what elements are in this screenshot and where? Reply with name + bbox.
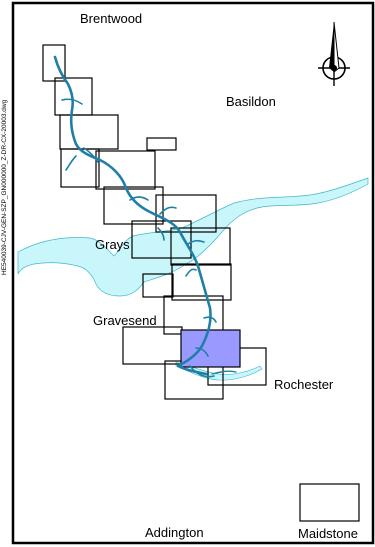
sheet-outline[interactable] — [142, 273, 174, 298]
sheet-outlines — [42, 44, 267, 400]
label-rochester: Rochester — [274, 377, 334, 392]
sheet-outline[interactable] — [170, 227, 231, 266]
label-basildon: Basildon — [226, 94, 276, 109]
current-sheet-highlight[interactable] — [180, 329, 241, 368]
map-frame — [11, 1, 375, 545]
sheet-outline[interactable] — [59, 114, 119, 150]
route-line — [53, 55, 237, 378]
label-maidstone: Maidstone — [298, 526, 358, 541]
river-thames — [17, 177, 369, 297]
label-gravesend: Gravesend — [93, 313, 157, 328]
drawing-reference: HE540039-CJV-GEN-SZP_GN000000_Z-DR-CX-20… — [1, 99, 8, 275]
sheet-outline[interactable] — [163, 295, 224, 335]
sheet-outline[interactable] — [146, 137, 177, 151]
sheet-outline[interactable] — [171, 263, 232, 301]
legend-sheet-box — [299, 483, 360, 522]
north-arrow-icon — [318, 21, 350, 86]
sheet-outline[interactable] — [42, 44, 66, 82]
sheet-outline[interactable] — [122, 326, 183, 365]
sheet-outline[interactable] — [103, 186, 164, 225]
label-addington: Addington — [145, 525, 204, 540]
sheet-outline[interactable] — [131, 220, 192, 259]
label-grays: Grays — [95, 237, 130, 252]
label-brentwood: Brentwood — [80, 11, 143, 26]
